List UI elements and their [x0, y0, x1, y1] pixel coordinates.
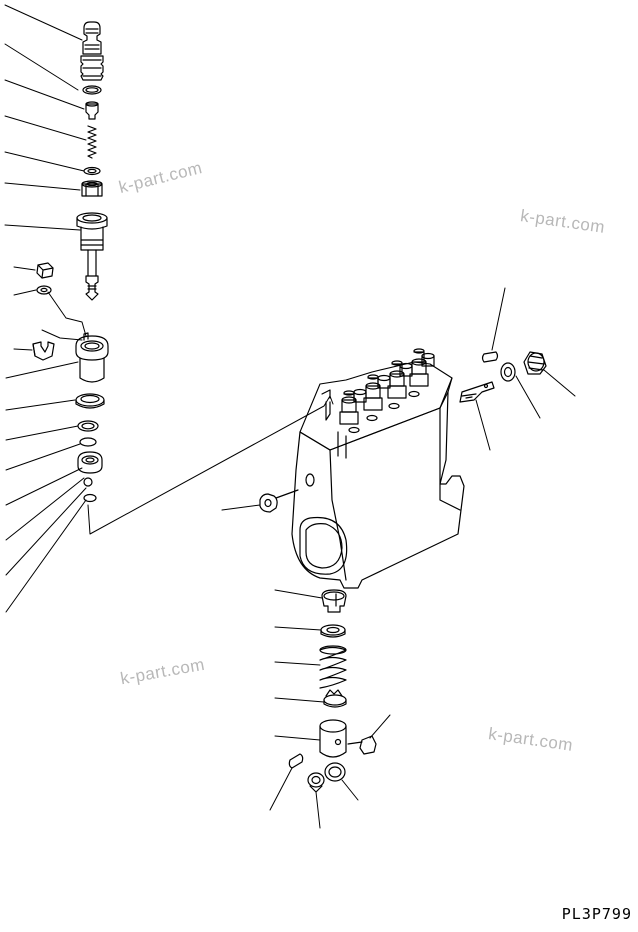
- cover-plate: [460, 382, 494, 402]
- drawing-code: PL3P799: [561, 905, 632, 923]
- bushing: [260, 490, 298, 512]
- spring: [88, 126, 96, 158]
- bushing-lower: [325, 763, 345, 781]
- leader-bushing: [222, 505, 260, 510]
- washer-leader-to-sleeve: [42, 292, 86, 340]
- roller: [308, 773, 324, 792]
- pump-delivery-holders: [340, 349, 434, 433]
- washer: [37, 286, 51, 294]
- plunger: [77, 213, 107, 300]
- gasket: [84, 168, 100, 175]
- tappet: [320, 720, 346, 757]
- spring-seat-upper: [76, 394, 104, 408]
- guide-screw: [348, 736, 376, 754]
- nut: [37, 263, 53, 278]
- spring-seat: [322, 590, 346, 612]
- delivery-valve-holder: [81, 22, 103, 80]
- plug: [84, 495, 96, 502]
- plunger-spring-seat: [321, 625, 345, 637]
- ring: [78, 421, 98, 431]
- leader-lines-right-top: [476, 288, 575, 450]
- guide-bolt: [524, 352, 546, 374]
- delivery-valve: [86, 102, 98, 119]
- clamp: [33, 342, 54, 360]
- roller-pin: [289, 754, 302, 768]
- control-sleeve: [76, 333, 108, 382]
- leader-lines-left: [5, 5, 86, 612]
- ball: [84, 478, 92, 486]
- shim: [78, 452, 102, 473]
- collar: [80, 438, 96, 446]
- leader-lines-lower: [270, 590, 390, 828]
- seal-plug: [501, 363, 515, 381]
- delivery-valve-seat: [82, 181, 102, 196]
- spring-seat-lower: [324, 690, 346, 707]
- o-ring: [83, 86, 101, 94]
- plunger-spring: [320, 646, 346, 688]
- assembly-leader: [88, 396, 333, 534]
- timing-pin: [483, 352, 498, 362]
- injection-pump-housing: [292, 362, 464, 588]
